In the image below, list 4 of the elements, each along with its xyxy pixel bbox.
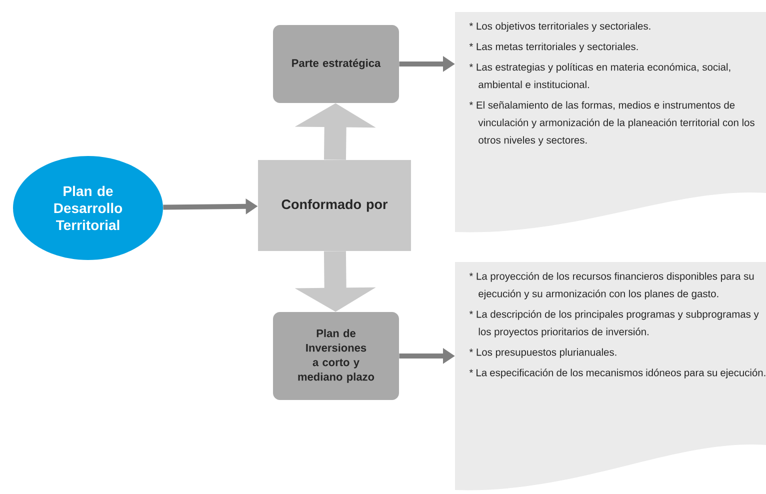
ellipse-node: Plan de Desarrollo Territorial: [13, 156, 163, 260]
process-box: Plan de Inversiones a corto y mediano plazo: [273, 312, 399, 400]
block-box: Conformado por: [258, 160, 411, 251]
process-box: Parte estratégica: [273, 24, 399, 103]
